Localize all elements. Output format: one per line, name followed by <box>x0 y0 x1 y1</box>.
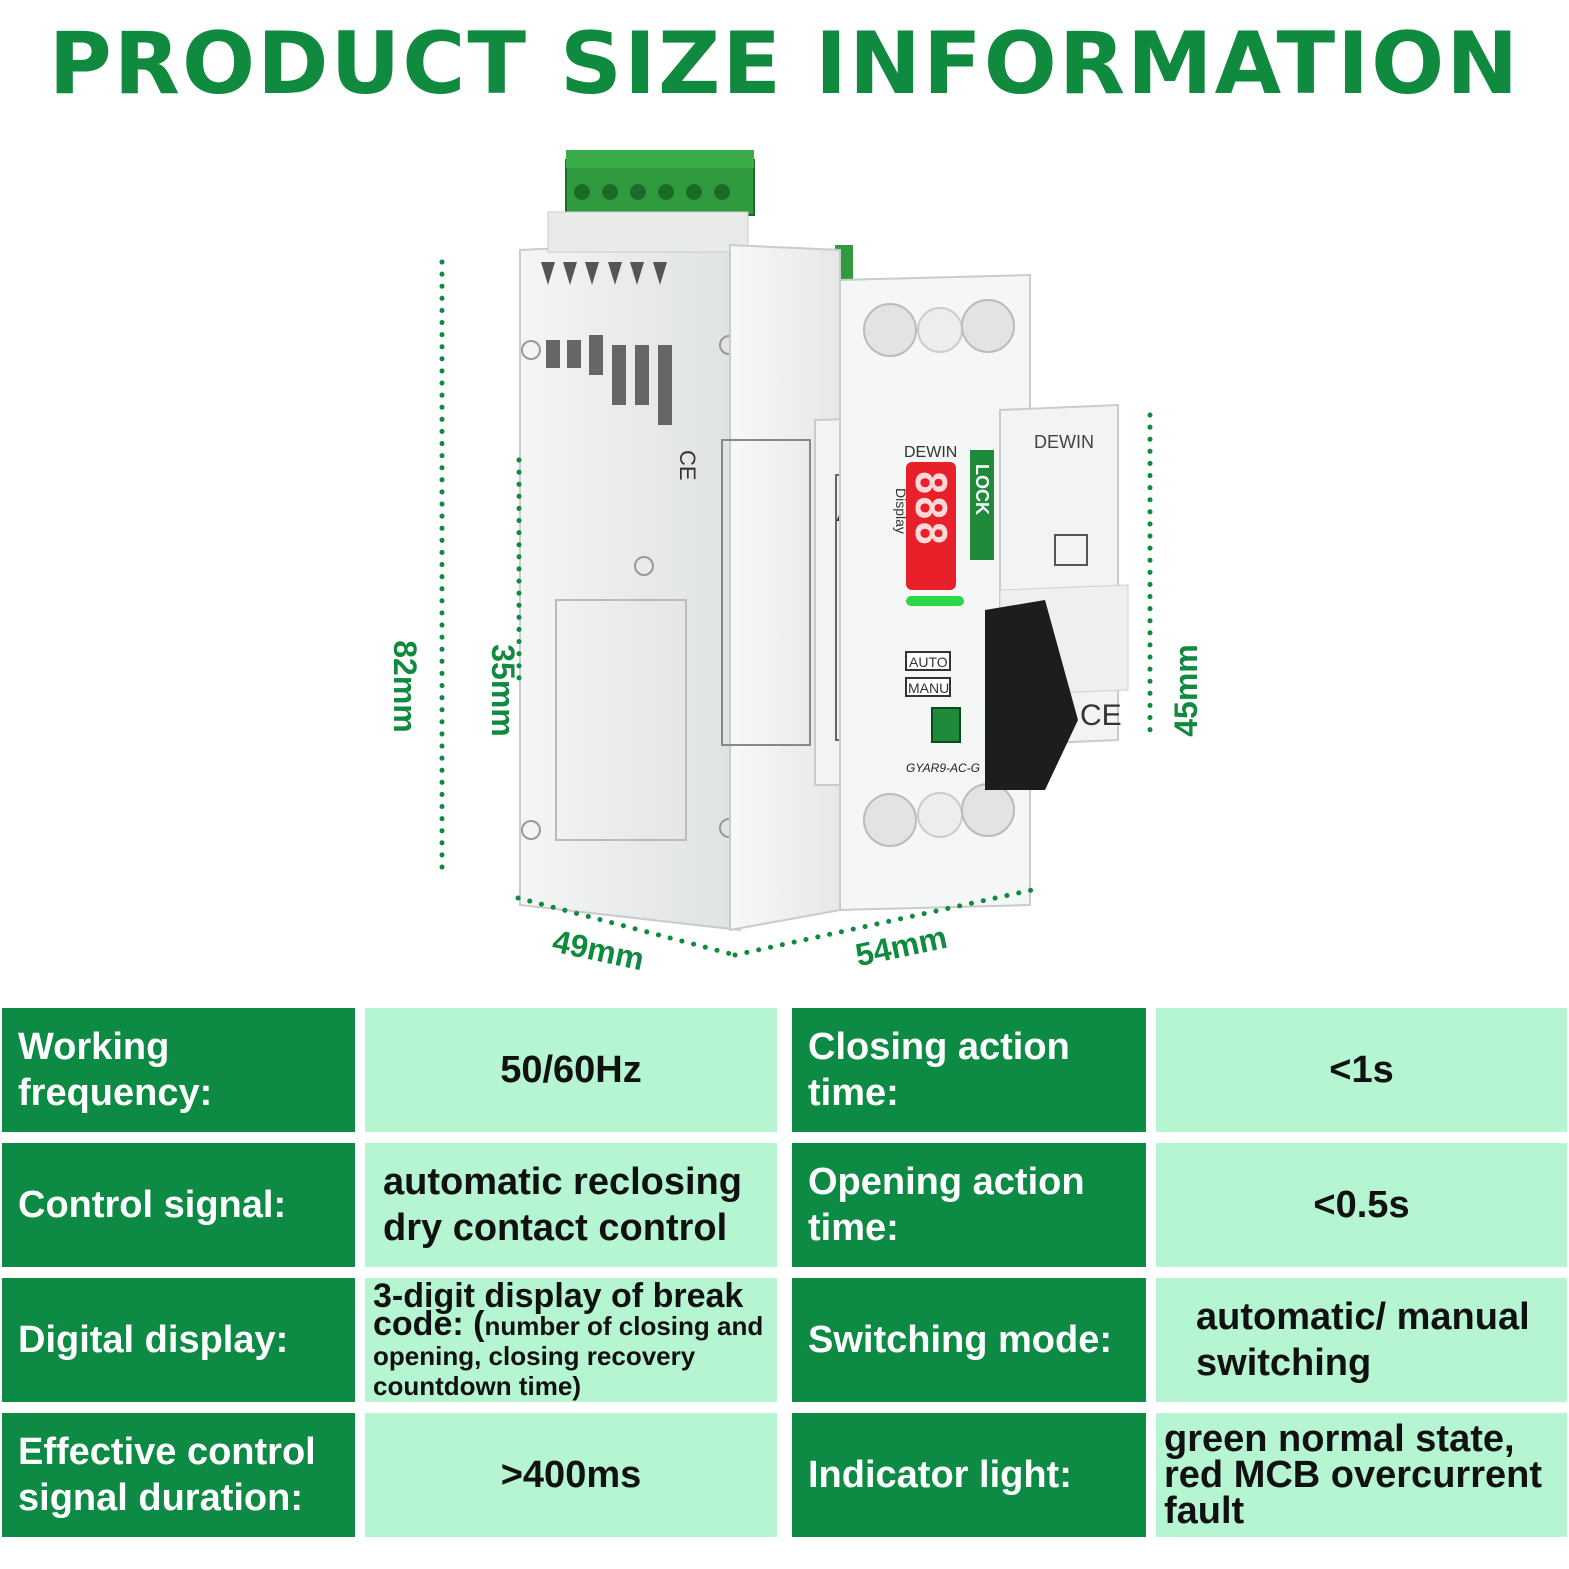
model-code: GYAR9-AC-G <box>906 761 980 775</box>
spec-label-effective-control-signal-duration: Effective control signal duration: <box>2 1413 355 1537</box>
device-drawing: CE ! <box>439 150 1153 958</box>
svg-text:CE: CE <box>1080 699 1122 732</box>
spec-value-digital-display: 3-digit display of break code: (number o… <box>365 1278 777 1402</box>
display-digits: 888 <box>906 470 955 546</box>
control-module-side: CE <box>519 211 749 932</box>
terminal-block <box>565 150 755 216</box>
brand-label: DEWIN <box>904 444 957 461</box>
spec-value-control-signal: automatic reclosing dry contact control <box>365 1143 777 1267</box>
lock-label: LOCK <box>972 464 992 515</box>
mcb-brand: DEWIN <box>1034 432 1094 452</box>
dimension-height-right: 45mm <box>1167 644 1204 737</box>
display-label: Display <box>893 488 909 534</box>
spec-value-indicator-light: green normal state, red MCB overcurrent … <box>1156 1413 1567 1537</box>
auto-manu-switch <box>931 707 961 743</box>
spec-value-switching-mode: automatic/ manual switching <box>1156 1278 1567 1402</box>
spec-value-effective-control-signal-duration: >400ms <box>365 1413 777 1537</box>
dimension-lines <box>439 259 1153 958</box>
spec-label-indicator-light: Indicator light: <box>792 1413 1146 1537</box>
dimension-height-inner: 35mm <box>484 644 521 737</box>
mcb-module <box>839 273 1129 912</box>
spec-label-opening-action-time: Opening action time: <box>792 1143 1146 1267</box>
spec-label-control-signal: Control signal: <box>2 1143 355 1267</box>
spec-value-opening-action-time: <0.5s <box>1156 1143 1567 1267</box>
spec-label-working-frequency: Working frequency: <box>2 1008 355 1132</box>
svg-text:CE: CE <box>675 450 700 481</box>
spec-value-working-frequency: 50/60Hz <box>365 1008 777 1132</box>
page-title: PRODUCT SIZE INFORMATION <box>48 14 1521 114</box>
spec-label-switching-mode: Switching mode: <box>792 1278 1146 1402</box>
dimension-height-total: 82mm <box>386 640 423 733</box>
manu-label: MANU <box>908 680 949 696</box>
product-illustration: CE ! <box>0 120 1569 1000</box>
spec-label-digital-display: Digital display: <box>2 1278 355 1402</box>
spec-label-closing-action-time: Closing action time: <box>792 1008 1146 1132</box>
spec-table: Working frequency: 50/60Hz Closing actio… <box>0 1006 1569 1546</box>
green-led <box>906 596 964 606</box>
digital-display: 888 LOCK DEWIN Display AUTO MANU GYAR9-A… <box>893 432 1122 775</box>
spec-value-closing-action-time: <1s <box>1156 1008 1567 1132</box>
auto-label: AUTO <box>909 654 948 670</box>
